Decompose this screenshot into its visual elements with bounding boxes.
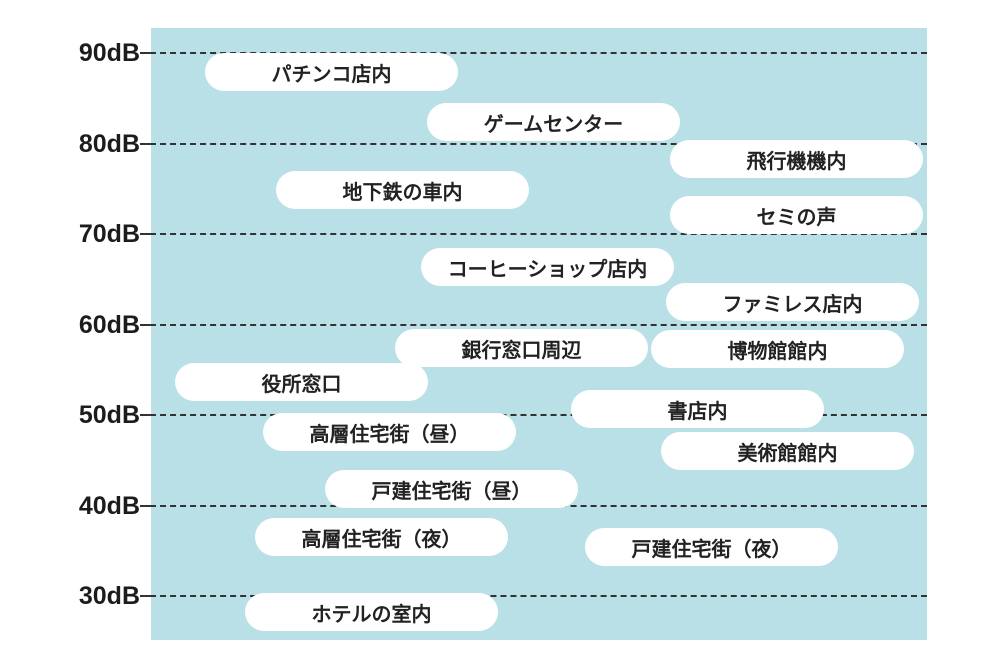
y-tick-label: 60dB xyxy=(78,310,140,339)
noise-item-pill: 地下鉄の車内 xyxy=(276,171,529,209)
y-tick-label: 40dB xyxy=(78,491,140,520)
noise-item-pill: セミの声 xyxy=(670,196,923,234)
noise-item-pill: ファミレス店内 xyxy=(666,283,919,321)
y-tick-label: 90dB xyxy=(78,39,140,67)
noise-item-pill: 戸建住宅街（昼） xyxy=(325,470,578,508)
noise-item-pill: 役所窓口 xyxy=(175,363,428,401)
noise-item-pill: ゲームセンター xyxy=(427,103,680,141)
gridline xyxy=(140,142,927,145)
gridline xyxy=(140,233,927,235)
noise-item-pill: 戸建住宅街（夜） xyxy=(585,528,838,566)
gridline xyxy=(140,323,927,326)
gridline xyxy=(140,52,927,54)
y-tick-label: 30dB xyxy=(78,582,140,610)
noise-item-pill: 書店内 xyxy=(571,390,824,428)
noise-item-pill: 飛行機機内 xyxy=(670,140,923,178)
noise-item-pill: 美術館館内 xyxy=(661,432,914,470)
noise-item-pill: 高層住宅街（昼） xyxy=(263,413,516,451)
noise-item-pill: コーヒーショップ店内 xyxy=(421,248,674,286)
gridline xyxy=(140,595,927,597)
y-tick-label: 50dB xyxy=(78,401,140,429)
y-tick-label: 80dB xyxy=(78,129,140,158)
noise-item-pill: 銀行窓口周辺 xyxy=(395,329,648,367)
noise-item-pill: パチンコ店内 xyxy=(205,53,458,91)
gridline xyxy=(140,414,927,416)
noise-item-pill: 博物館館内 xyxy=(651,330,904,368)
noise-item-pill: ホテルの室内 xyxy=(245,593,498,631)
noise-item-pill: 高層住宅街（夜） xyxy=(255,518,508,556)
y-tick-label: 70dB xyxy=(78,220,140,248)
